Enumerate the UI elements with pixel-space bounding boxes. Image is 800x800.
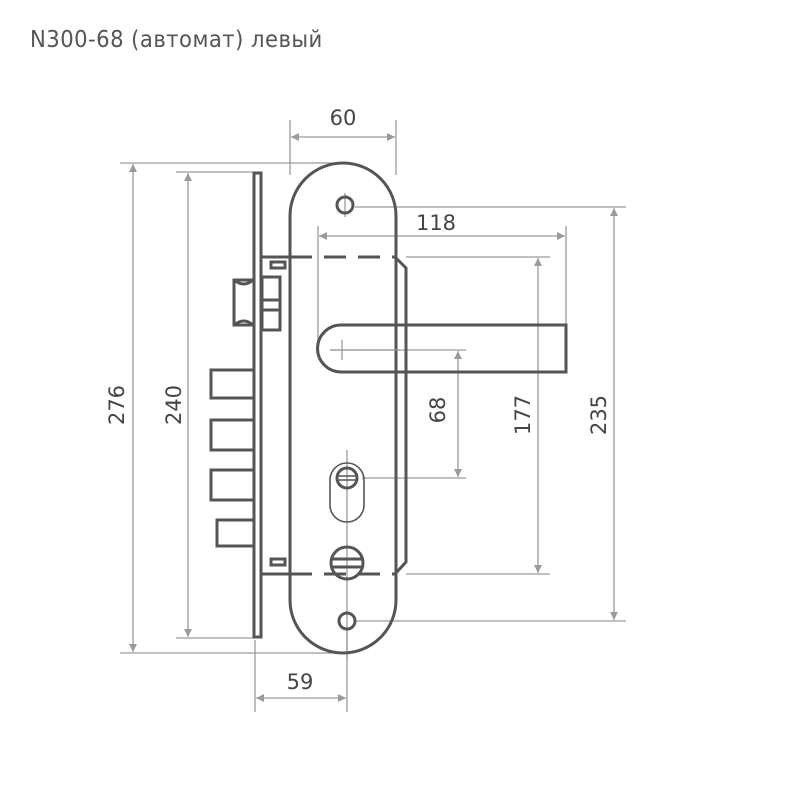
dim-118-label: 118	[416, 211, 456, 235]
dim-59: 59	[256, 670, 346, 702]
dim-235: 235	[587, 208, 618, 620]
dim-68-label: 68	[426, 397, 450, 424]
escutcheon-plate	[288, 161, 398, 655]
thumb-turn	[329, 545, 365, 581]
dim-177-label: 177	[511, 395, 535, 435]
dim-60: 60	[291, 106, 395, 141]
faceplate	[252, 171, 263, 639]
deadbolts	[209, 368, 253, 548]
cylinder-hole	[329, 462, 365, 523]
dim-276: 276	[105, 164, 137, 652]
dim-276-label: 276	[105, 385, 129, 425]
dim-240-label: 240	[162, 385, 186, 425]
latch-bolt	[232, 278, 254, 327]
dim-240: 240	[162, 173, 192, 637]
bottom-screw-hole	[337, 611, 357, 631]
dim-68: 68	[426, 351, 462, 477]
lever-handle	[316, 323, 568, 374]
top-screw-hole	[335, 195, 355, 215]
dim-235-label: 235	[587, 395, 611, 435]
center-lines	[341, 193, 348, 660]
latch-block	[260, 275, 282, 332]
dim-59-label: 59	[287, 670, 314, 694]
case-screw-bottom	[269, 557, 287, 567]
dim-177: 177	[511, 258, 542, 573]
case-screw-top	[269, 260, 287, 270]
extension-lines	[120, 120, 626, 712]
dim-118: 118	[319, 211, 565, 240]
dim-60-label: 60	[330, 106, 357, 130]
lock-case	[262, 255, 408, 576]
drawing-title: N300-68 (автомат) левый	[30, 27, 323, 53]
